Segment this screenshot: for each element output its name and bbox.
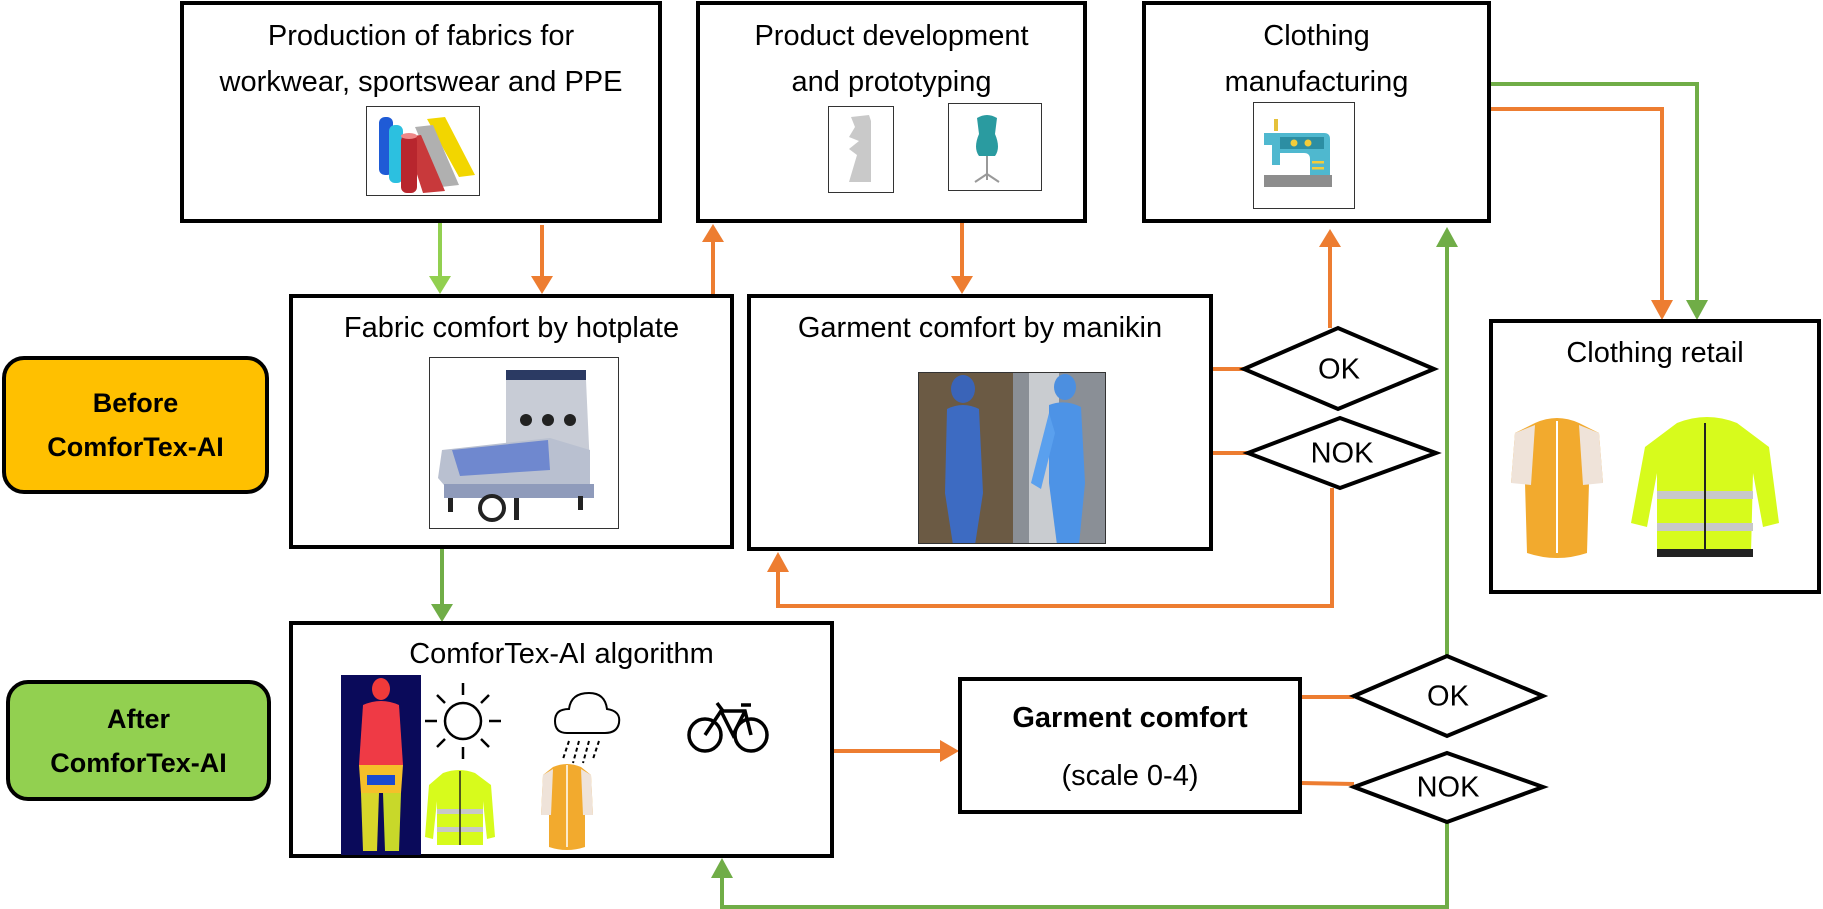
decision-ai-nok-label: NOK [1416, 771, 1480, 804]
arrow-algorithm-to-garment-comfort [833, 740, 959, 762]
bicycle-icon [687, 701, 769, 753]
cycling-jersey-icon [1511, 418, 1603, 558]
box-comfortex-ai-algorithm: ComforTex-AI algorithm [289, 621, 834, 858]
fabric-rolls-image [366, 106, 480, 196]
arrow-hotplate-to-product-dev [702, 224, 724, 294]
algorithm-inputs [341, 675, 769, 855]
manikin-title: Garment comfort by manikin [797, 312, 1163, 344]
arrow-fabrics-to-hotplate-green [429, 223, 451, 294]
product-dev-title-line2: and prototyping [791, 66, 992, 98]
thermal-body-icon [341, 675, 421, 855]
arrow-manufacturing-to-retail-green [1490, 82, 1708, 320]
phase-after-line2: ComforTex-AI [50, 747, 227, 778]
fabric-production-title-line1: Production of fabrics for [267, 20, 575, 52]
phase-after-line1: After [106, 703, 170, 734]
garment-comfort-title: Garment comfort [1012, 702, 1248, 734]
decision-ai-ok-label: OK [1427, 680, 1469, 713]
hotplate-device-icon [438, 370, 594, 522]
product-dev-title-line1: Product development [754, 20, 1029, 52]
sewing-machine-image [1253, 102, 1355, 209]
manufacturing-title-line2: manufacturing [1224, 66, 1409, 98]
hotplate-title: Fabric comfort by hotplate [343, 312, 680, 344]
cycling-jersey-icon [541, 764, 593, 850]
garment-comfort-scale: (scale 0-4) [1061, 760, 1199, 792]
rain-cloud-icon [553, 691, 621, 764]
retail-clothing-images [1511, 417, 1779, 558]
hi-vis-jacket-icon [425, 770, 495, 845]
algorithm-title: ComforTex-AI algorithm [409, 638, 714, 670]
arrow-manufacturing-to-retail-orange [1490, 107, 1673, 320]
box-manikin: Garment comfort by manikin [747, 294, 1213, 551]
arrow-ai-ok-to-manufacturing [1436, 227, 1458, 656]
box-fabric-production: Production of fabrics for workwear, spor… [180, 1, 662, 223]
box-product-development: Product development and prototyping [696, 1, 1087, 223]
manufacturing-title-line1: Clothing [1263, 20, 1370, 52]
arrow-hotplate-to-algorithm [431, 548, 453, 622]
decision-manikin-nok-label: NOK [1310, 437, 1374, 470]
fabric-production-title-line2: workwear, sportswear and PPE [219, 66, 623, 98]
fabric-rolls-icon [379, 117, 475, 193]
arrow-fabrics-to-hotplate-orange [531, 225, 553, 294]
phase-before-line1: Before [92, 388, 179, 418]
arrow-ok-to-manufacturing [1319, 229, 1341, 328]
sun-icon [425, 683, 501, 759]
retail-title: Clothing retail [1566, 337, 1744, 369]
box-clothing-manufacturing: Clothing manufacturing [1142, 1, 1491, 223]
line-garment-to-nok [1300, 781, 1355, 786]
box-hotplate: Fabric comfort by hotplate [289, 294, 734, 549]
arrow-product-dev-to-manikin [951, 223, 973, 294]
hi-vis-jacket-icon [1631, 417, 1779, 557]
box-clothing-retail: Clothing retail [1489, 319, 1821, 594]
dress-form-image [948, 103, 1042, 191]
thermal-manikin-icon [919, 373, 1105, 543]
decision-manikin-ok-label: OK [1318, 353, 1360, 386]
manikin-image [918, 372, 1106, 544]
pattern-piece-icon [849, 115, 871, 182]
sewing-machine-icon [1264, 119, 1332, 187]
pattern-piece-image [828, 106, 894, 193]
dress-form-icon [974, 115, 1000, 183]
box-garment-comfort-score: Garment comfort (scale 0-4) [958, 677, 1302, 814]
hotplate-image [429, 357, 619, 529]
phase-before-line2: ComforTex-AI [47, 432, 224, 462]
